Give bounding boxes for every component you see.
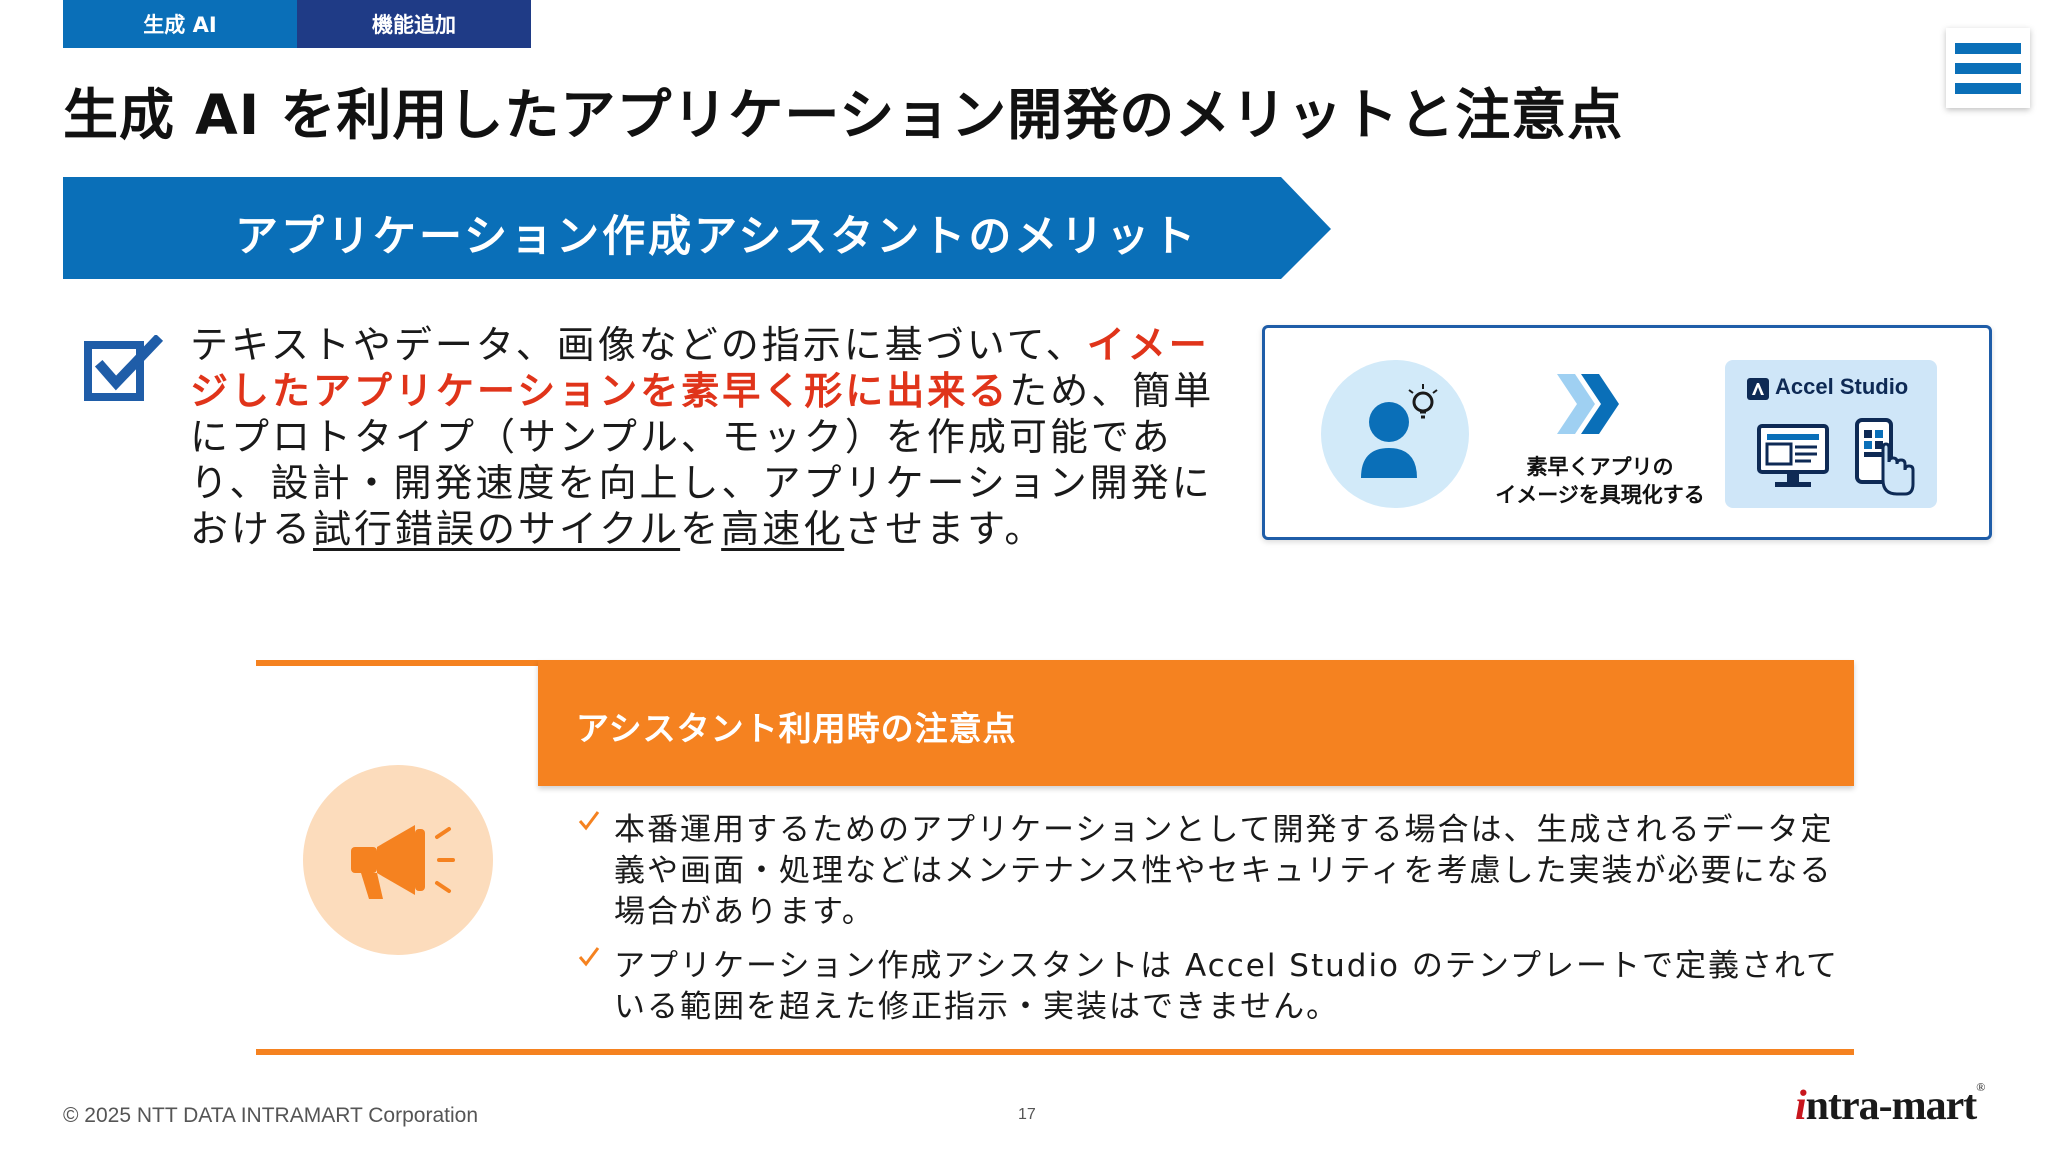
merit-text-part: ため、簡単にプロトタイプ（サンプル、モック）を作成可能であり、設計・開発速度を向… <box>190 369 1215 551</box>
accel-studio-card: Accel Studio <box>1725 360 1937 508</box>
megaphone-icon <box>303 765 493 955</box>
checkbox-icon <box>84 335 164 401</box>
caution-bottom-rule <box>256 1049 1854 1055</box>
merit-text-highlight: イメージしたアプリケーションを素早く形に出来る <box>190 323 1210 413</box>
check-mark-icon <box>578 811 600 831</box>
caution-title: アシスタント利用時の注意点 <box>576 709 1017 748</box>
merit-banner <box>63 177 1333 281</box>
illustration-caption: 素早くアプリの イメージを具現化する <box>1465 453 1735 509</box>
page-title: 生成 AI を利用したアプリケーション開発のメリットと注意点 <box>63 83 1624 147</box>
caution-item-text: アプリケーション作成アシスタントは Accel Studio のテンプレートで定… <box>614 948 1840 1025</box>
caption-line: 素早くアプリの <box>1526 455 1674 479</box>
merit-text-part: させます。 <box>844 507 1046 551</box>
merit-text-underline: 試行錯誤のサイクル <box>313 507 681 551</box>
accel-studio-logo-icon <box>1747 378 1769 400</box>
copyright: © 2025 NTT DATA INTRAMART Corporation <box>63 1104 478 1127</box>
logo-letter: i <box>1795 1083 1807 1129</box>
caution-item-text: 本番運用するためのアプリケーションとして開発する場合は、生成されるデータ定義や画… <box>614 812 1834 930</box>
logo-text: ntra-mart <box>1805 1083 1978 1129</box>
merit-description: テキストやデータ、画像などの指示に基づいて、イメージしたアプリケーションを素早く… <box>190 322 1230 552</box>
caution-header <box>538 660 1854 786</box>
tag-generative-ai: 生成 AI <box>63 0 297 48</box>
menu-icon-bar <box>1955 62 2021 74</box>
chevron-right-icon <box>1557 374 1619 434</box>
menu-icon <box>1955 42 2021 54</box>
merit-text-part: を <box>680 507 722 551</box>
caption-line: イメージを具現化する <box>1495 483 1705 507</box>
menu-icon-bar <box>1955 82 2021 94</box>
monitor-icon <box>1757 424 1829 487</box>
merit-banner-title: アプリケーション作成アシスタントのメリット <box>235 212 1199 262</box>
page-number: 17 <box>1018 1106 1036 1123</box>
merit-text-part: テキストやデータ、画像などの指示に基づいて、 <box>190 323 1087 367</box>
merit-text-underline: 高速化 <box>721 507 845 551</box>
phone-touch-icon <box>1855 418 1915 496</box>
accel-studio-label: Accel Studio <box>1775 374 1909 399</box>
menu-button[interactable] <box>1946 28 2030 108</box>
intra-mart-logo: intra-mart® <box>1795 1080 1985 1130</box>
tag-feature-addition: 機能追加 <box>297 0 531 48</box>
person-idea-icon <box>1321 360 1469 508</box>
registered-mark: ® <box>1976 1080 1985 1094</box>
illustration-panel: 素早くアプリの イメージを具現化する Accel Studio <box>1262 325 1992 540</box>
check-mark-icon <box>578 947 600 967</box>
